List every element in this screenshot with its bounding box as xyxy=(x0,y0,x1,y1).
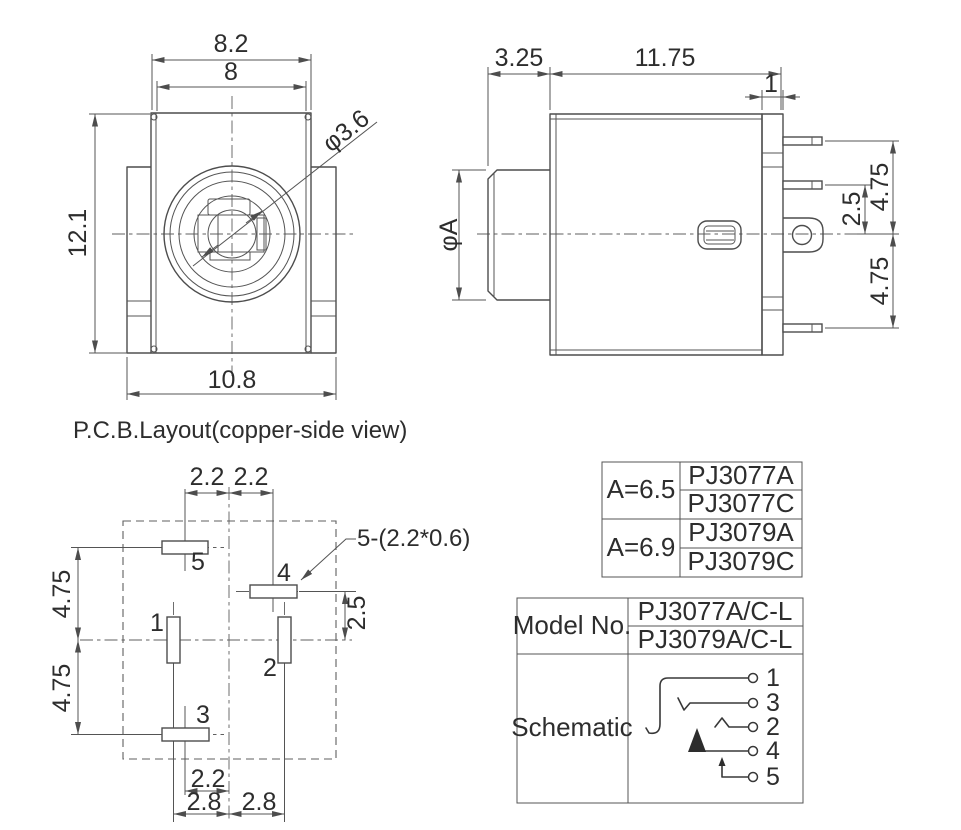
front-view: 8.2 8 12.1 10.8 φ3.6 xyxy=(64,30,378,400)
dim-side-body-length: 11.75 xyxy=(635,44,696,72)
dim-front-hole-dia: φ3.6 xyxy=(317,104,374,157)
variant-a2-model-2: PJ3079C xyxy=(688,546,795,576)
pad-label-4: 4 xyxy=(277,559,291,587)
front-view-outline xyxy=(126,112,337,354)
schematic-terminal-1 xyxy=(747,672,759,684)
pad-label-3: 3 xyxy=(196,701,210,729)
pin-bottom xyxy=(782,323,823,333)
dim-side-pin-top: 4.75 xyxy=(866,163,894,212)
pad-label-2: 2 xyxy=(263,654,277,682)
variant-a1-model-2: PJ3077C xyxy=(688,488,795,518)
contact-clip xyxy=(697,220,742,250)
model-no-2: PJ3079A/C-L xyxy=(638,624,793,654)
schematic-switch-contact-2 xyxy=(714,717,750,728)
pad-2 xyxy=(277,616,292,664)
variant-a1-label: A=6.5 xyxy=(607,474,676,504)
pad-label-1: 1 xyxy=(150,609,164,637)
schematic-pin-label-5: 5 xyxy=(766,763,780,791)
schematic-pin5-line xyxy=(721,763,750,778)
mount-tab-hole xyxy=(791,224,813,246)
schematic-terminal-2 xyxy=(747,721,759,733)
schematic-pin5-arrow xyxy=(718,757,726,766)
pin-top xyxy=(782,136,823,146)
pcb-layout: P.C.B.Layout(copper-side view) 5 4 1 2 3 xyxy=(48,417,470,822)
model-table-header: Model No. xyxy=(513,610,632,640)
dim-front-height: 12.1 xyxy=(64,209,92,258)
pad-label-5: 5 xyxy=(191,548,205,576)
jack-opening xyxy=(163,165,301,303)
right-mount-wing xyxy=(311,166,337,354)
dim-front-base-width: 10.8 xyxy=(208,366,257,394)
side-view-outline xyxy=(487,113,824,356)
jack-body-side xyxy=(549,113,763,356)
jack-bushing xyxy=(487,169,550,301)
pcb-hole-callout: 5-(2.2*0.6) xyxy=(357,525,470,552)
variant-a2-label: A=6.9 xyxy=(607,532,676,562)
variant-table: A=6.5 PJ3077A PJ3077C A=6.9 PJ3079A PJ30… xyxy=(601,460,803,578)
dim-pcb-bottom-center: 2.2 xyxy=(191,765,226,793)
dim-pcb-left-lower: 4.75 xyxy=(48,664,76,713)
schematic-sleeve-contact xyxy=(645,677,750,735)
dim-pcb-right: 2.5 xyxy=(343,596,371,631)
pcb-dimensions: 2.2 2.2 4.75 4.75 2.5 2.2 2.8 2.8 xyxy=(48,463,470,818)
schematic-label: Schematic xyxy=(511,712,632,742)
dim-pcb-top-left: 2.2 xyxy=(190,463,225,491)
variant-a1-model-1: PJ3077A xyxy=(688,460,794,490)
variant-a2-model-1: PJ3079A xyxy=(688,517,794,547)
schematic-terminal-3 xyxy=(747,697,759,709)
mount-tab xyxy=(783,217,824,253)
model-table-border xyxy=(516,597,804,804)
schematic-pin-label-3: 3 xyxy=(766,689,780,717)
schematic-terminal-5 xyxy=(747,771,759,783)
dim-side-pin-bottom: 4.75 xyxy=(866,257,894,306)
dim-pcb-bottom-left: 2.8 xyxy=(187,788,222,816)
schematic-pin-label-1: 1 xyxy=(766,664,780,692)
dim-side-pin-mid: 2.5 xyxy=(838,192,866,227)
pin-middle xyxy=(782,180,823,190)
dim-pcb-left-upper: 4.75 xyxy=(48,570,76,619)
side-view: 3.25 11.75 1 φA 4.75 4.75 xyxy=(435,44,899,356)
schematic-switch-contact-3 xyxy=(677,697,750,711)
pcb-pads: 5 4 1 2 3 xyxy=(147,489,356,822)
schematic-pin-label-2: 2 xyxy=(766,713,780,741)
dim-side-bushing-length: 3.25 xyxy=(495,44,544,72)
left-mount-wing xyxy=(126,166,151,354)
schematic-tip-contact xyxy=(688,728,706,752)
schematic: 1 3 2 4 5 xyxy=(645,664,780,791)
model-table: Model No. PJ3077A/C-L PJ3079A/C-L Schema… xyxy=(511,596,804,804)
model-no-1: PJ3077A/C-L xyxy=(638,596,793,626)
pad-1 xyxy=(166,616,181,664)
side-view-dimensions: 3.25 11.75 1 φA 4.75 4.75 xyxy=(435,44,899,329)
jack-body-front xyxy=(150,112,312,354)
dim-front-width-inner: 8 xyxy=(224,58,238,86)
pin-plate xyxy=(761,113,784,356)
pad-3 xyxy=(161,727,210,742)
schematic-terminal-4 xyxy=(747,745,759,757)
pcb-title: P.C.B.Layout(copper-side view) xyxy=(73,417,407,444)
dim-side-pin-plate: 1 xyxy=(764,70,778,98)
dim-side-bushing-dia: φA xyxy=(435,218,463,251)
dim-pcb-bottom-right: 2.8 xyxy=(242,788,277,816)
schematic-pin-label-4: 4 xyxy=(766,737,780,765)
pad-4 xyxy=(249,584,298,599)
dim-front-width-outer: 8.2 xyxy=(214,30,249,58)
dim-pcb-top-right: 2.2 xyxy=(234,463,269,491)
